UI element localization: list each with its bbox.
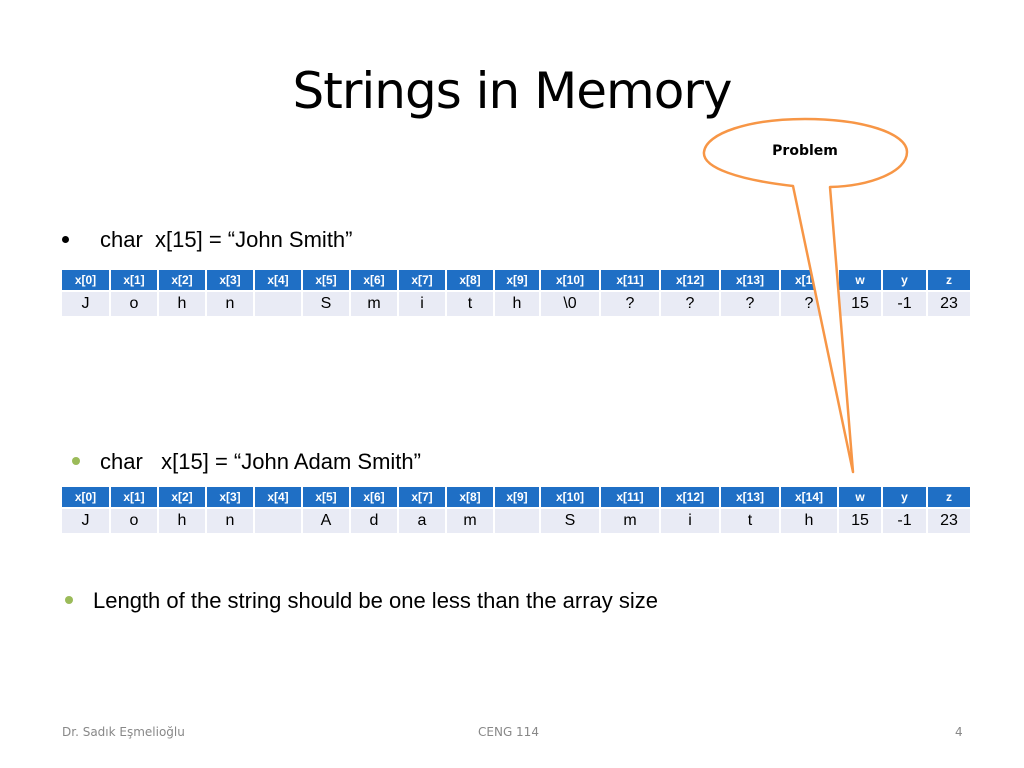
header-cell: x[6] [350,270,399,291]
value-cell: n [206,507,255,533]
value-cell: h [158,290,207,316]
value-cell: h [494,290,541,316]
value-cell: ? [720,290,781,316]
value-cell: \0 [540,290,601,316]
header-cell: x[14] [780,487,839,508]
header-cell: w [838,487,883,508]
header-cell: x[9] [494,487,541,508]
header-cell: x[12] [660,487,721,508]
header-cell: x[1] [110,487,159,508]
footer-page-number: 4 [955,725,963,739]
value-cell: 15 [838,507,883,533]
table-row: J o h n A d a m S m i t h 15 -1 23 [62,507,972,533]
value-cell: i [398,290,447,316]
header-cell: x[8] [446,487,495,508]
header-cell: x[14] [780,270,839,291]
header-cell: x[11] [600,487,661,508]
value-cell: 23 [927,507,972,533]
value-cell: m [446,507,495,533]
header-cell: y [882,487,928,508]
value-cell: a [398,507,447,533]
value-cell: J [62,507,111,533]
value-cell [494,507,541,533]
bullet-length-rule: Length of the string should be one less … [93,588,659,613]
header-cell: x[1] [110,270,159,291]
header-cell: x[4] [254,487,303,508]
memory-table-john-smith: x[0] x[1] x[2] x[3] x[4] x[5] x[6] x[7] … [62,270,972,316]
value-cell: ? [660,290,721,316]
header-cell: x[0] [62,487,111,508]
header-cell: x[4] [254,270,303,291]
header-cell: x[5] [302,487,351,508]
header-cell: y [882,270,928,291]
header-cell: x[5] [302,270,351,291]
value-cell: -1 [882,290,928,316]
value-cell: t [720,507,781,533]
header-cell: x[0] [62,270,111,291]
header-cell: x[13] [720,487,781,508]
value-cell: m [350,290,399,316]
value-cell: 15 [838,290,883,316]
value-cell: t [446,290,495,316]
value-cell: d [350,507,399,533]
value-cell: A [302,507,351,533]
header-cell: x[12] [660,270,721,291]
header-cell: x[7] [398,270,447,291]
bullet-john-adam-smith: char x[15] = “John Adam Smith” [100,449,421,474]
table-row: J o h n S m i t h \0 ? ? ? ? 15 -1 23 [62,290,972,316]
table-header-row: x[0] x[1] x[2] x[3] x[4] x[5] x[6] x[7] … [62,487,972,508]
value-cell: 23 [927,290,972,316]
bullet-marker [62,236,69,243]
header-cell: x[13] [720,270,781,291]
header-cell: x[8] [446,270,495,291]
value-cell: ? [780,290,839,316]
value-cell: o [110,507,159,533]
problem-callout-label: Problem [772,143,838,159]
header-cell: x[9] [494,270,541,291]
value-cell: h [780,507,839,533]
table-header-row: x[0] x[1] x[2] x[3] x[4] x[5] x[6] x[7] … [62,270,972,291]
header-cell: z [927,270,972,291]
bullet-marker-green [65,596,73,604]
header-cell: x[6] [350,487,399,508]
bullet-marker-green [72,457,80,465]
footer-author: Dr. Sadık Eşmelioğlu [62,725,185,739]
value-cell: J [62,290,111,316]
header-cell: w [838,270,883,291]
bullet-john-smith: char x[15] = “John Smith” [100,227,353,252]
value-cell: -1 [882,507,928,533]
header-cell: z [927,487,972,508]
value-cell: S [302,290,351,316]
value-cell: i [660,507,721,533]
header-cell: x[10] [540,270,601,291]
value-cell: S [540,507,601,533]
value-cell: m [600,507,661,533]
header-cell: x[3] [206,487,255,508]
value-cell: ? [600,290,661,316]
header-cell: x[7] [398,487,447,508]
value-cell [254,507,303,533]
header-cell: x[11] [600,270,661,291]
header-cell: x[10] [540,487,601,508]
header-cell: x[2] [158,487,207,508]
value-cell: n [206,290,255,316]
header-cell: x[2] [158,270,207,291]
header-cell: x[3] [206,270,255,291]
value-cell: o [110,290,159,316]
slide-title: Strings in Memory [292,62,733,120]
footer-course: CENG 114 [478,725,539,739]
value-cell [254,290,303,316]
memory-table-john-adam-smith: x[0] x[1] x[2] x[3] x[4] x[5] x[6] x[7] … [62,487,972,533]
value-cell: h [158,507,207,533]
